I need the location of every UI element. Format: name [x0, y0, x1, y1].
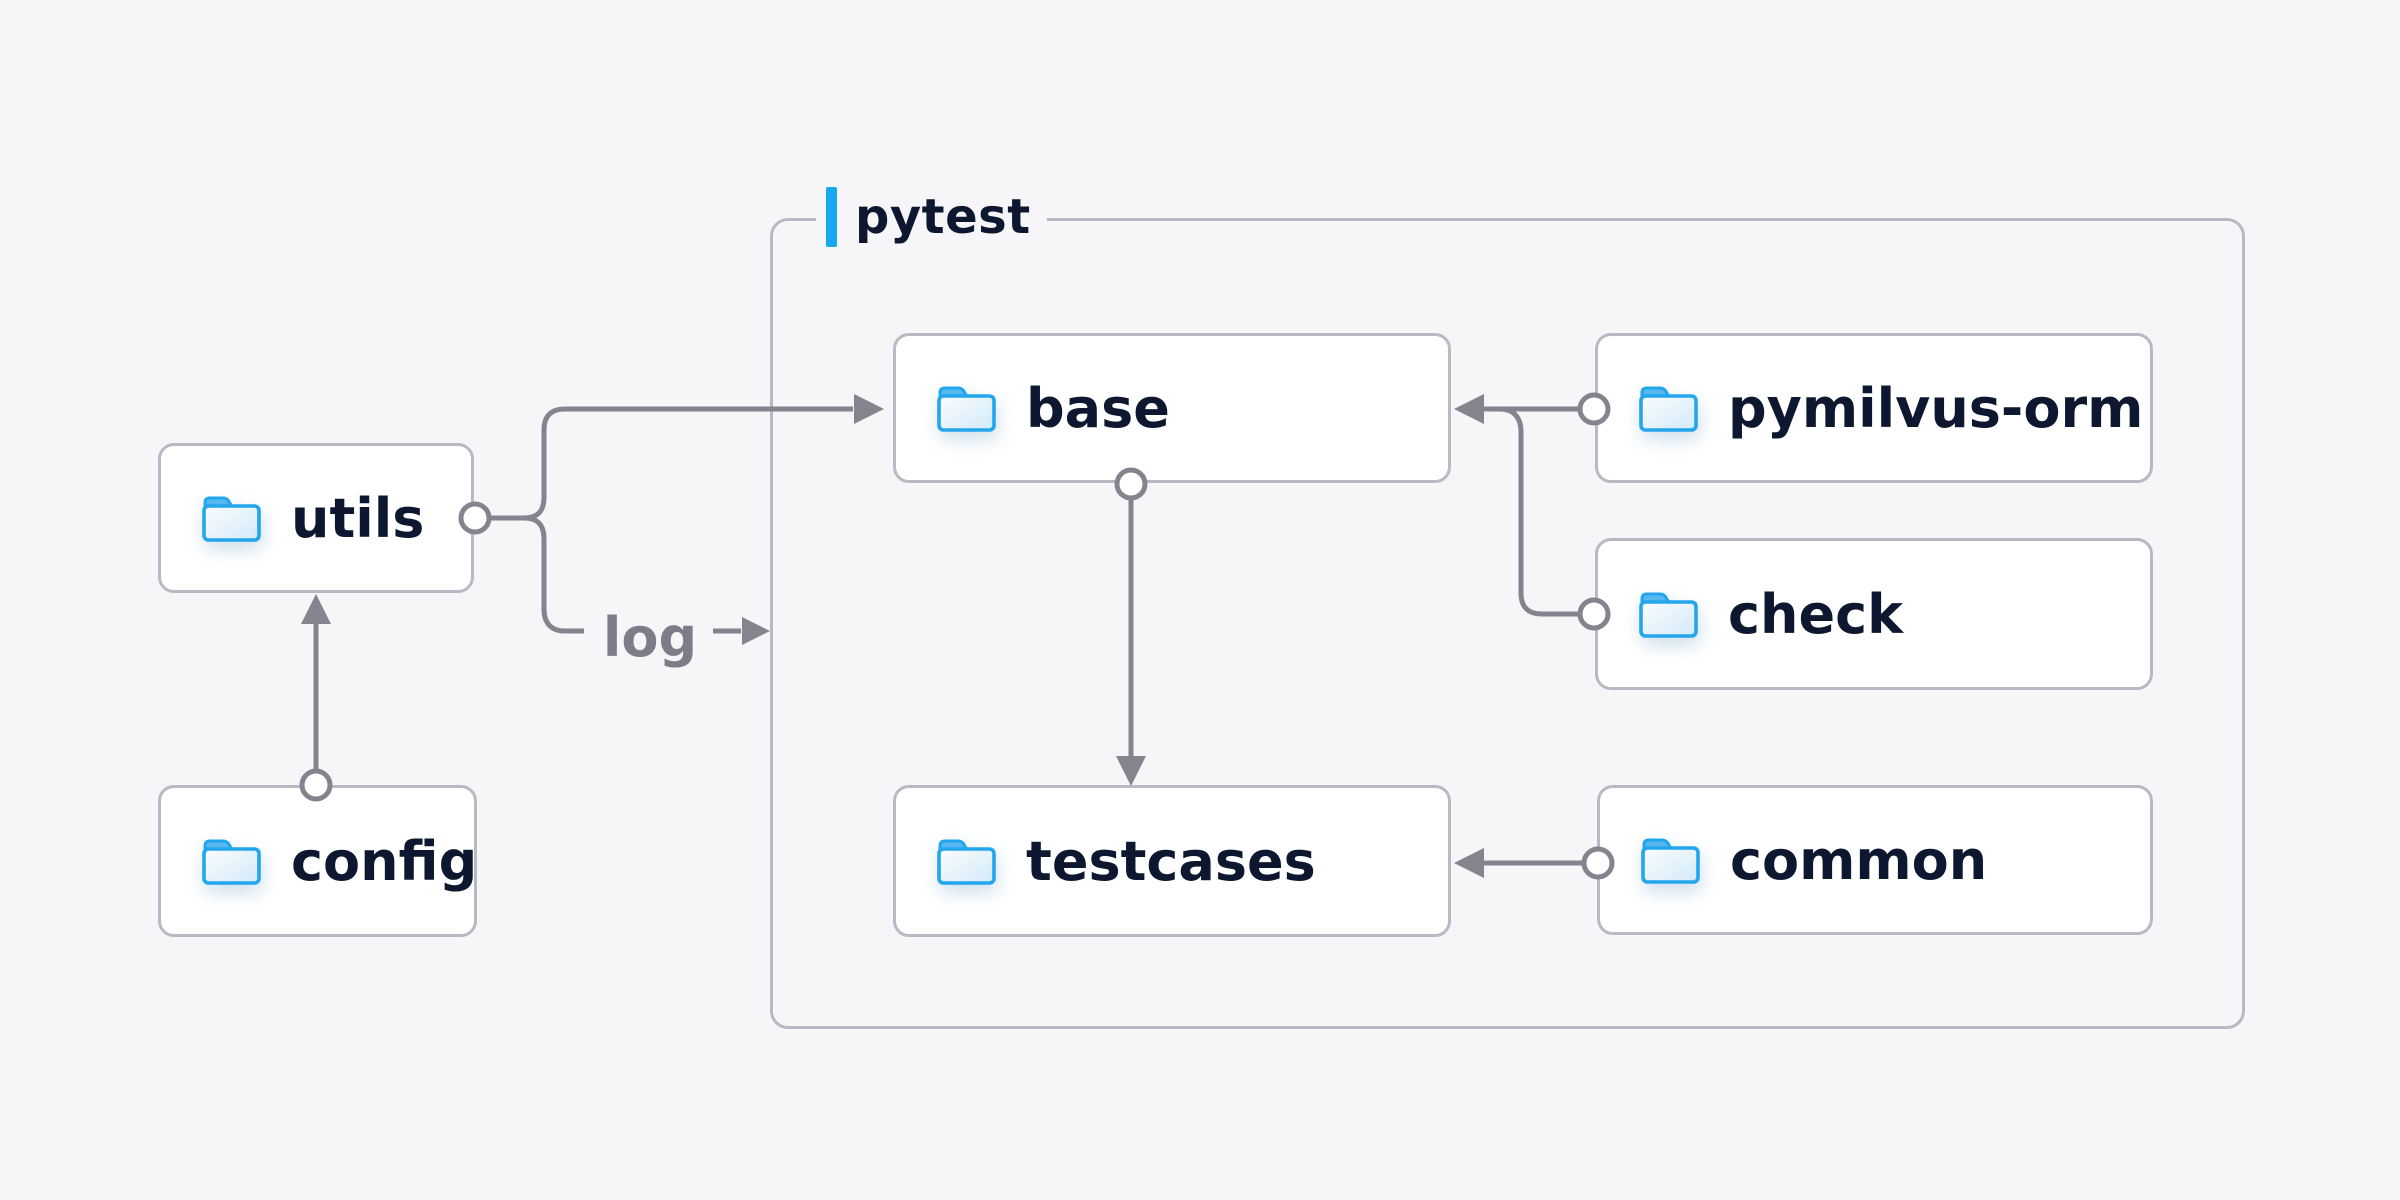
node-check-label: check	[1728, 582, 1903, 646]
edge-label-log: log	[602, 606, 698, 669]
node-pymilvus-orm-label: pymilvus-orm	[1728, 376, 2144, 440]
pytest-group-label: pytest	[816, 181, 1047, 253]
node-common-label: common	[1730, 828, 1988, 892]
node-base-label: base	[1026, 376, 1170, 440]
accent-bar-icon	[826, 187, 837, 247]
node-base: base	[893, 333, 1451, 483]
node-testcases: testcases	[893, 785, 1451, 937]
node-testcases-label: testcases	[1026, 829, 1316, 893]
node-config: config	[158, 785, 477, 937]
node-common: common	[1597, 785, 2153, 935]
folder-icon	[199, 491, 263, 545]
pytest-group-outline	[770, 218, 2245, 1029]
node-config-label: config	[291, 829, 478, 893]
node-utils-label: utils	[291, 486, 425, 550]
pytest-group-title: pytest	[855, 189, 1031, 245]
folder-icon	[1638, 833, 1702, 887]
folder-icon	[934, 381, 998, 435]
folder-icon	[1636, 587, 1700, 641]
node-utils: utils	[158, 443, 474, 593]
node-check: check	[1595, 538, 2153, 690]
folder-icon	[199, 834, 263, 888]
node-pymilvus-orm: pymilvus-orm	[1595, 333, 2153, 483]
folder-icon	[934, 834, 998, 888]
folder-icon	[1636, 381, 1700, 435]
edge-config-utils	[299, 594, 333, 802]
